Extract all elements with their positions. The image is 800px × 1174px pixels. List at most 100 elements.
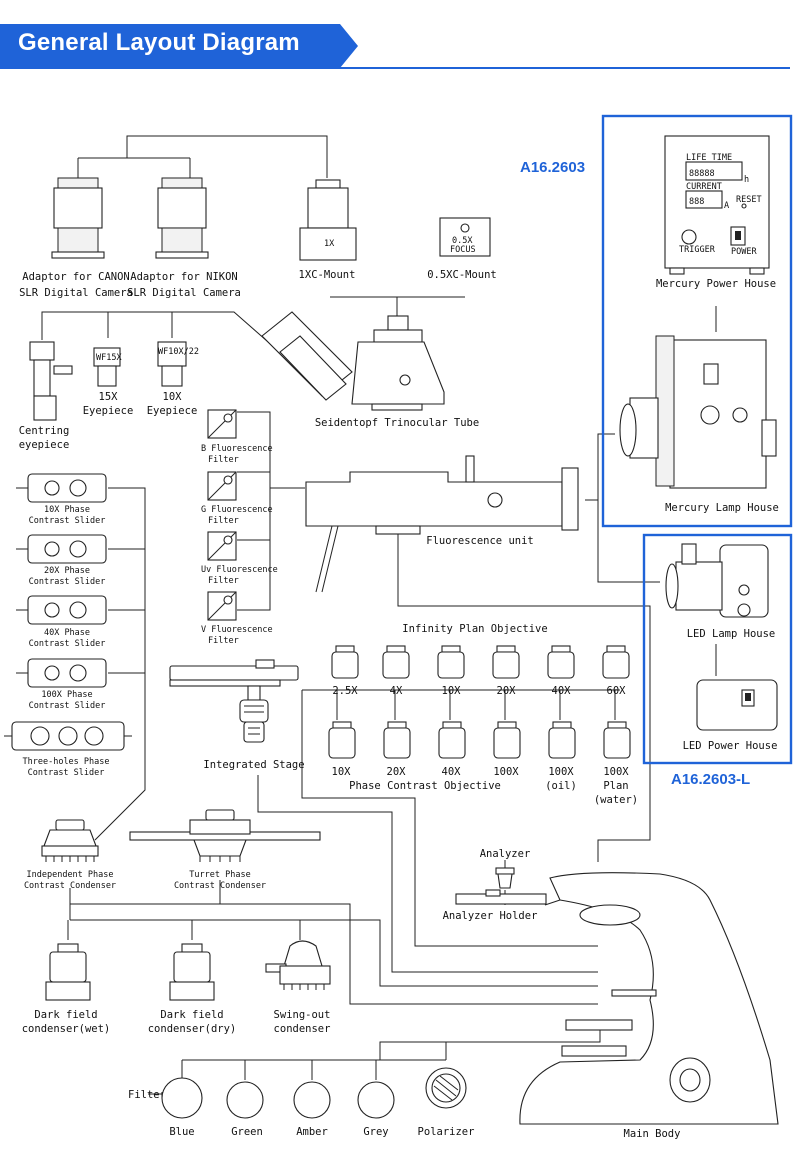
phase-obj-100x-water-line1: 100X <box>603 766 629 778</box>
mount-05x-label: 0.5XC-Mount <box>427 269 497 281</box>
dark-field-wet-illustration <box>45 943 91 1001</box>
dark-field-dry-label-line2: condenser(dry) <box>148 1023 237 1035</box>
header-banner <box>0 24 358 68</box>
turret-condenser-illustration <box>129 809 321 862</box>
nikon-adaptor-illustration <box>155 177 209 259</box>
current-unit: A <box>724 201 729 211</box>
page-title: General Layout Diagram <box>18 29 300 56</box>
filter-blue-label: Blue <box>169 1126 194 1138</box>
centring-eyepiece-label-line2: eyepiece <box>19 439 70 451</box>
infinity-obj-2-5x: 2.5X <box>332 685 358 697</box>
mercury-kit-frame <box>601 114 793 528</box>
filter-b-label-line2: Filter <box>208 455 239 465</box>
life-time-label: LIFE TIME <box>686 153 732 163</box>
slider-10x-label-line2: Contrast Slider <box>29 516 106 526</box>
filter-v-label-line2: Filter <box>208 636 239 646</box>
led-power-house-illustration <box>696 679 778 731</box>
slider-three-holes-label-line2: Contrast Slider <box>28 768 105 778</box>
filter-polarizer-label: Polarizer <box>418 1126 475 1138</box>
slider-40x-label-line1: 40X Phase <box>44 628 90 638</box>
slider-20x-label-line2: Contrast Slider <box>29 577 106 587</box>
dark-field-dry-illustration <box>169 943 215 1001</box>
trinocular-tube-illustration <box>261 311 445 411</box>
phase-obj-100x-water-line3: (water) <box>594 794 638 806</box>
eyepiece-10x-label-line2: Eyepiece <box>147 405 198 417</box>
integrated-stage-illustration <box>169 659 299 743</box>
life-time-readout: 88888 <box>689 169 715 179</box>
mercury-power-house-label: Mercury Power House <box>656 278 776 290</box>
phase-obj-40x: 40X <box>442 766 462 778</box>
turret-condenser-label-line1: Turret Phase <box>189 870 250 880</box>
centring-eyepiece-illustration <box>29 341 73 421</box>
mount-1x-mark: 1X <box>324 239 335 249</box>
independent-condenser-label-line1: Independent Phase <box>27 870 114 880</box>
phase-obj-100x: 100X <box>493 766 519 778</box>
mercury-kit-code: A16.2603 <box>520 159 585 176</box>
canon-adaptor-label-line2: SLR Digital Camera <box>19 287 133 299</box>
life-time-unit: h <box>744 175 749 185</box>
trigger-label: TRIGGER <box>679 245 716 255</box>
phase-obj-100x-oil-line1: 100X <box>548 766 574 778</box>
independent-condenser-label-line2: Contrast Condenser <box>24 881 116 891</box>
filter-uv-label-line1: Uv Fluorescence <box>201 565 278 575</box>
led-lamp-house-illustration <box>665 543 769 618</box>
centring-eyepiece-label-line1: Centring <box>19 425 70 437</box>
mercury-power-house-illustration: LIFE TIME 88888 h CURRENT 888 A RESET TR… <box>664 135 770 275</box>
eyepiece-10x-label-line1: 10X <box>163 391 183 403</box>
eyepiece-15x-label-line1: 15X <box>99 391 119 403</box>
integrated-stage-label: Integrated Stage <box>203 759 304 771</box>
filter-v-label-line1: V Fluorescence <box>201 625 273 635</box>
fluorescence-unit-illustration <box>305 455 579 593</box>
filter-g-label-line1: G Fluorescence <box>201 505 273 515</box>
canon-adaptor-label-line1: Adaptor for CANON <box>22 271 129 283</box>
trinocular-tube-label: Seidentopf Trinocular Tube <box>315 417 479 429</box>
dark-field-wet-label-line2: condenser(wet) <box>22 1023 111 1035</box>
infinity-obj-10x: 10X <box>442 685 462 697</box>
mercury-lamp-house-label: Mercury Lamp House <box>665 502 779 514</box>
infinity-objectives-illustration <box>331 645 630 679</box>
led-kit-frame <box>642 533 793 765</box>
canon-adaptor-illustration <box>51 177 105 259</box>
main-body-illustration <box>519 872 779 1125</box>
led-kit-code: A16.2603-L <box>671 771 750 788</box>
filter-uv-label-line2: Filter <box>208 576 239 586</box>
filter-row-label: Filter <box>128 1089 166 1101</box>
eyepiece-15x-illustration: WF15X <box>93 347 122 387</box>
eyepiece-15x-mark: WF15X <box>96 353 122 363</box>
swing-out-condenser-illustration <box>265 940 331 990</box>
nikon-adaptor-label-line2: SLR Digital Camera <box>127 287 241 299</box>
infinity-obj-40x: 40X <box>552 685 572 697</box>
slider-20x-label-line1: 20X Phase <box>44 566 90 576</box>
infinity-obj-4x: 4X <box>390 685 403 697</box>
eyepiece-10x-mark: WF10X/22 <box>158 347 199 357</box>
eyepiece-10x-illustration: WF10X/22 <box>157 341 199 387</box>
phase-contrast-sliders <box>4 473 132 751</box>
phase-objectives-illustration <box>328 721 631 759</box>
connector-lines <box>41 135 717 1095</box>
independent-condenser-illustration <box>41 819 99 862</box>
phase-obj-100x-oil-line2: (oil) <box>545 780 577 792</box>
current-readout: 888 <box>689 197 704 207</box>
slider-100x-label-line1: 100X Phase <box>41 690 92 700</box>
current-label: CURRENT <box>686 182 722 192</box>
filter-discs <box>161 1067 467 1119</box>
filter-amber-label: Amber <box>296 1126 328 1138</box>
phase-obj-10x: 10X <box>332 766 352 778</box>
dark-field-dry-label-line1: Dark field <box>160 1009 223 1021</box>
mount-05x-focus-mark: FOCUS <box>450 245 476 255</box>
infinity-obj-60x: 60X <box>607 685 627 697</box>
phase-objective-title: Phase Contrast Objective <box>349 780 501 792</box>
analyzer-label: Analyzer <box>480 848 531 860</box>
phase-obj-100x-water-line2: Plan <box>603 780 628 792</box>
filter-grey-label: Grey <box>363 1126 388 1138</box>
swing-out-label-line2: condenser <box>274 1023 331 1035</box>
nikon-adaptor-label-line1: Adaptor for NIKON <box>130 271 237 283</box>
mount-05x-illustration: 0.5X FOCUS <box>439 217 491 257</box>
slider-40x-label-line2: Contrast Slider <box>29 639 106 649</box>
analyzer-holder-label: Analyzer Holder <box>443 910 538 922</box>
main-body-label: Main Body <box>624 1128 681 1140</box>
power-switch-label: POWER <box>731 247 757 257</box>
led-lamp-house-label: LED Lamp House <box>687 628 776 640</box>
